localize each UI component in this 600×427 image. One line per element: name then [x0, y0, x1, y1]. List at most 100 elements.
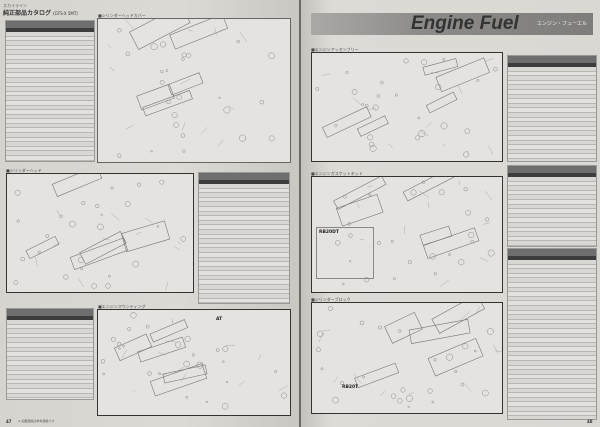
leader-line	[135, 231, 141, 235]
part-sketch	[77, 257, 84, 264]
part-sketch	[196, 361, 204, 369]
part-sketch	[463, 187, 468, 192]
part-sketch	[145, 324, 150, 329]
table-row	[508, 402, 596, 407]
leader-line	[200, 127, 208, 135]
leader-line	[420, 131, 429, 137]
parts-diagram	[311, 52, 503, 162]
table-row	[199, 303, 289, 304]
part-sketch	[137, 182, 142, 187]
table-row	[7, 393, 93, 399]
section-title: ■シリンダーブロック	[311, 297, 351, 302]
table-row	[7, 375, 93, 380]
table-row	[199, 235, 289, 240]
part-sketch	[176, 94, 183, 100]
table-row	[6, 142, 94, 147]
part-sketch	[448, 253, 451, 256]
part-sketch	[460, 383, 464, 387]
leader-line	[458, 180, 460, 185]
catalog-heading: 純正部品カタログ (GTS-X 5MT)	[3, 8, 78, 17]
table-row	[508, 140, 596, 146]
leader-line	[352, 97, 362, 106]
table-row	[508, 333, 596, 339]
table-row	[7, 356, 93, 362]
table-row	[508, 200, 596, 205]
table-row	[199, 244, 289, 249]
part-sketch	[127, 327, 132, 331]
part-sketch	[410, 189, 417, 196]
part-sketch	[69, 237, 129, 271]
leader-line	[484, 190, 493, 201]
table-row	[508, 154, 596, 159]
part-sketch	[394, 93, 398, 97]
leader-line	[180, 373, 187, 382]
part-sketch	[315, 347, 321, 353]
leader-line	[353, 373, 362, 384]
table-row	[199, 202, 289, 207]
page-number: 47	[6, 419, 12, 424]
table-row	[199, 290, 289, 295]
table-row	[508, 416, 596, 419]
table-row	[508, 103, 596, 109]
leader-line	[321, 73, 330, 76]
part-sketch	[421, 59, 428, 66]
part-sketch	[468, 231, 475, 239]
table-row	[6, 37, 94, 42]
leader-line	[109, 67, 115, 72]
table-row	[199, 294, 289, 299]
table-row	[508, 292, 596, 297]
page-subtitle: エンジン・フューエル	[536, 21, 587, 27]
part-sketch	[402, 177, 455, 202]
section-title: ■シリンダーヘッド	[6, 168, 42, 173]
section-title: ■エンジンガスケットキット	[311, 171, 363, 176]
table-row	[508, 375, 596, 380]
part-sketch	[368, 193, 372, 197]
part-sketch	[334, 123, 338, 127]
leader-line	[418, 191, 429, 198]
table-row	[508, 112, 596, 118]
part-sketch	[183, 360, 191, 368]
part-sketch	[51, 174, 103, 197]
leader-line	[214, 27, 217, 36]
leader-line	[425, 122, 432, 129]
table-row	[508, 237, 596, 242]
table-row	[508, 265, 596, 270]
part-sketch	[108, 274, 111, 278]
part-sketch	[368, 141, 375, 148]
table-row	[7, 365, 93, 371]
leader-line	[78, 278, 84, 288]
table-row	[6, 160, 94, 161]
leader-line	[228, 106, 234, 110]
part-sketch	[327, 306, 333, 312]
page-title: Engine Fuel	[411, 13, 519, 34]
part-sketch	[100, 359, 106, 364]
part-sketch	[16, 219, 20, 223]
part-sketch	[215, 348, 220, 353]
leader-line	[356, 202, 360, 208]
table-row	[508, 228, 596, 233]
part-sketch	[380, 80, 384, 85]
part-sketch	[407, 260, 412, 265]
part-sketch	[223, 106, 231, 114]
parts-table	[507, 248, 597, 420]
part-sketch	[167, 72, 204, 96]
diagram-label: RB20DT	[319, 230, 339, 235]
table-row	[508, 260, 596, 265]
table-row	[508, 94, 596, 100]
diagram-label: AT	[216, 317, 223, 322]
part-sketch	[97, 223, 104, 231]
table-row	[7, 361, 93, 366]
part-sketch	[440, 122, 448, 130]
table-row	[508, 338, 596, 343]
part-sketch	[184, 335, 191, 342]
leader-line	[388, 143, 394, 148]
part-sketch	[405, 395, 413, 402]
part-sketch	[122, 344, 125, 348]
part-sketch	[142, 90, 193, 117]
table-row	[508, 158, 596, 161]
part-sketch	[158, 372, 161, 375]
table-row	[199, 207, 289, 212]
part-sketch	[118, 347, 121, 350]
table-row	[6, 138, 94, 143]
table-row	[6, 59, 94, 65]
